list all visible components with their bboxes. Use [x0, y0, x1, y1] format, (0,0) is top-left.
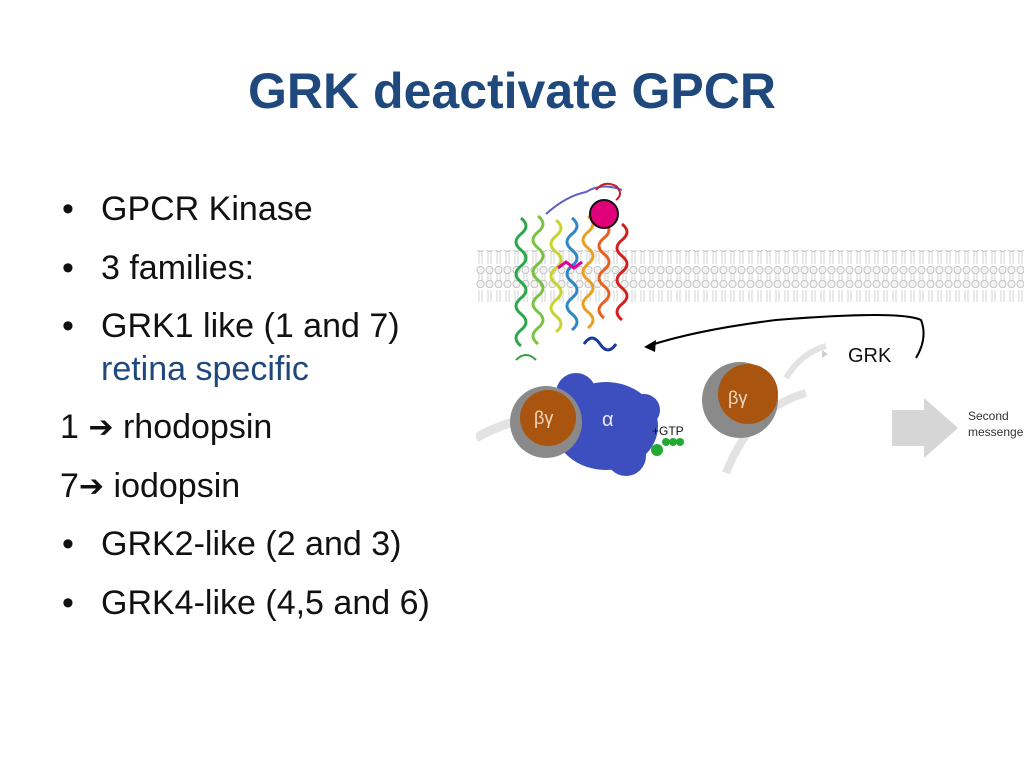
second-messenger-arrow	[892, 398, 958, 458]
second-messenger-label-2: messenger	[968, 425, 1024, 439]
grk-label: GRK	[848, 345, 892, 367]
bullet-item: • GRK2-like (2 and 3)	[60, 523, 500, 566]
gtp-molecule: +GTP	[651, 424, 684, 456]
gpcr-receptor	[514, 182, 629, 361]
bullet-item: • GPCR Kinase	[60, 188, 500, 231]
beta-gamma-label: βγ	[534, 408, 553, 428]
bullet-subtext: retina specific	[101, 349, 309, 388]
beta-gamma-label: βγ	[728, 388, 747, 408]
right-arrow-icon: ➔	[78, 469, 105, 503]
arrow-line-right: rhodopsin	[122, 408, 273, 446]
gtp-label: +GTP	[652, 424, 684, 438]
lipid-bilayer	[476, 250, 1024, 302]
arrow-line-left: 1	[60, 408, 79, 446]
bullet-dot: •	[62, 525, 74, 563]
bullet-content: • GPCR Kinase • 3 families: • GRK1 like …	[60, 188, 500, 640]
free-beta-gamma: βγ	[702, 362, 778, 438]
bullet-dot: •	[62, 190, 74, 228]
bullet-dot: •	[62, 583, 74, 622]
grk-small-arrow	[822, 350, 828, 358]
bullet-text: GRK4-like (4,5 and 6)	[101, 583, 430, 622]
bullet-item: • GRK1 like (1 and 7) retina specific	[60, 305, 500, 390]
bullet-item: • GRK4-like (4,5 and 6)	[60, 582, 500, 625]
alpha-label: α	[602, 409, 614, 431]
retinal-chromophore	[557, 260, 583, 270]
grk-arrowhead	[644, 340, 656, 352]
second-messenger-label: Second	[968, 409, 1009, 423]
grk-arrow	[647, 314, 925, 359]
arrow-line-rhodopsin: 1 ➔ rhodopsin	[60, 406, 500, 449]
gpcr-deactivation-figure: GRK βγ α +GTP βγ Second	[476, 178, 1024, 478]
slide-title: GRK deactivate GPCR	[248, 63, 776, 119]
g-protein-trimer: βγ α	[510, 373, 660, 476]
bullet-item: • 3 families:	[60, 247, 500, 290]
arrow-line-iodopsin: 7➔ iodopsin	[60, 465, 500, 508]
arrow-line-left: 7	[60, 466, 79, 505]
bullet-dot: •	[62, 248, 74, 287]
right-arrow-icon: ➔	[88, 411, 114, 444]
bullet-text: GRK2-like (2 and 3)	[101, 525, 402, 563]
arrow-line-right: iodopsin	[113, 466, 241, 505]
bullet-dot: •	[62, 307, 74, 345]
cycle-arrow	[783, 343, 827, 380]
bullet-text: GRK1 like (1 and 7)	[101, 307, 400, 345]
phosphate-marker	[589, 199, 619, 229]
bullet-text: 3 families:	[101, 248, 255, 287]
bullet-text: GPCR Kinase	[101, 190, 313, 228]
